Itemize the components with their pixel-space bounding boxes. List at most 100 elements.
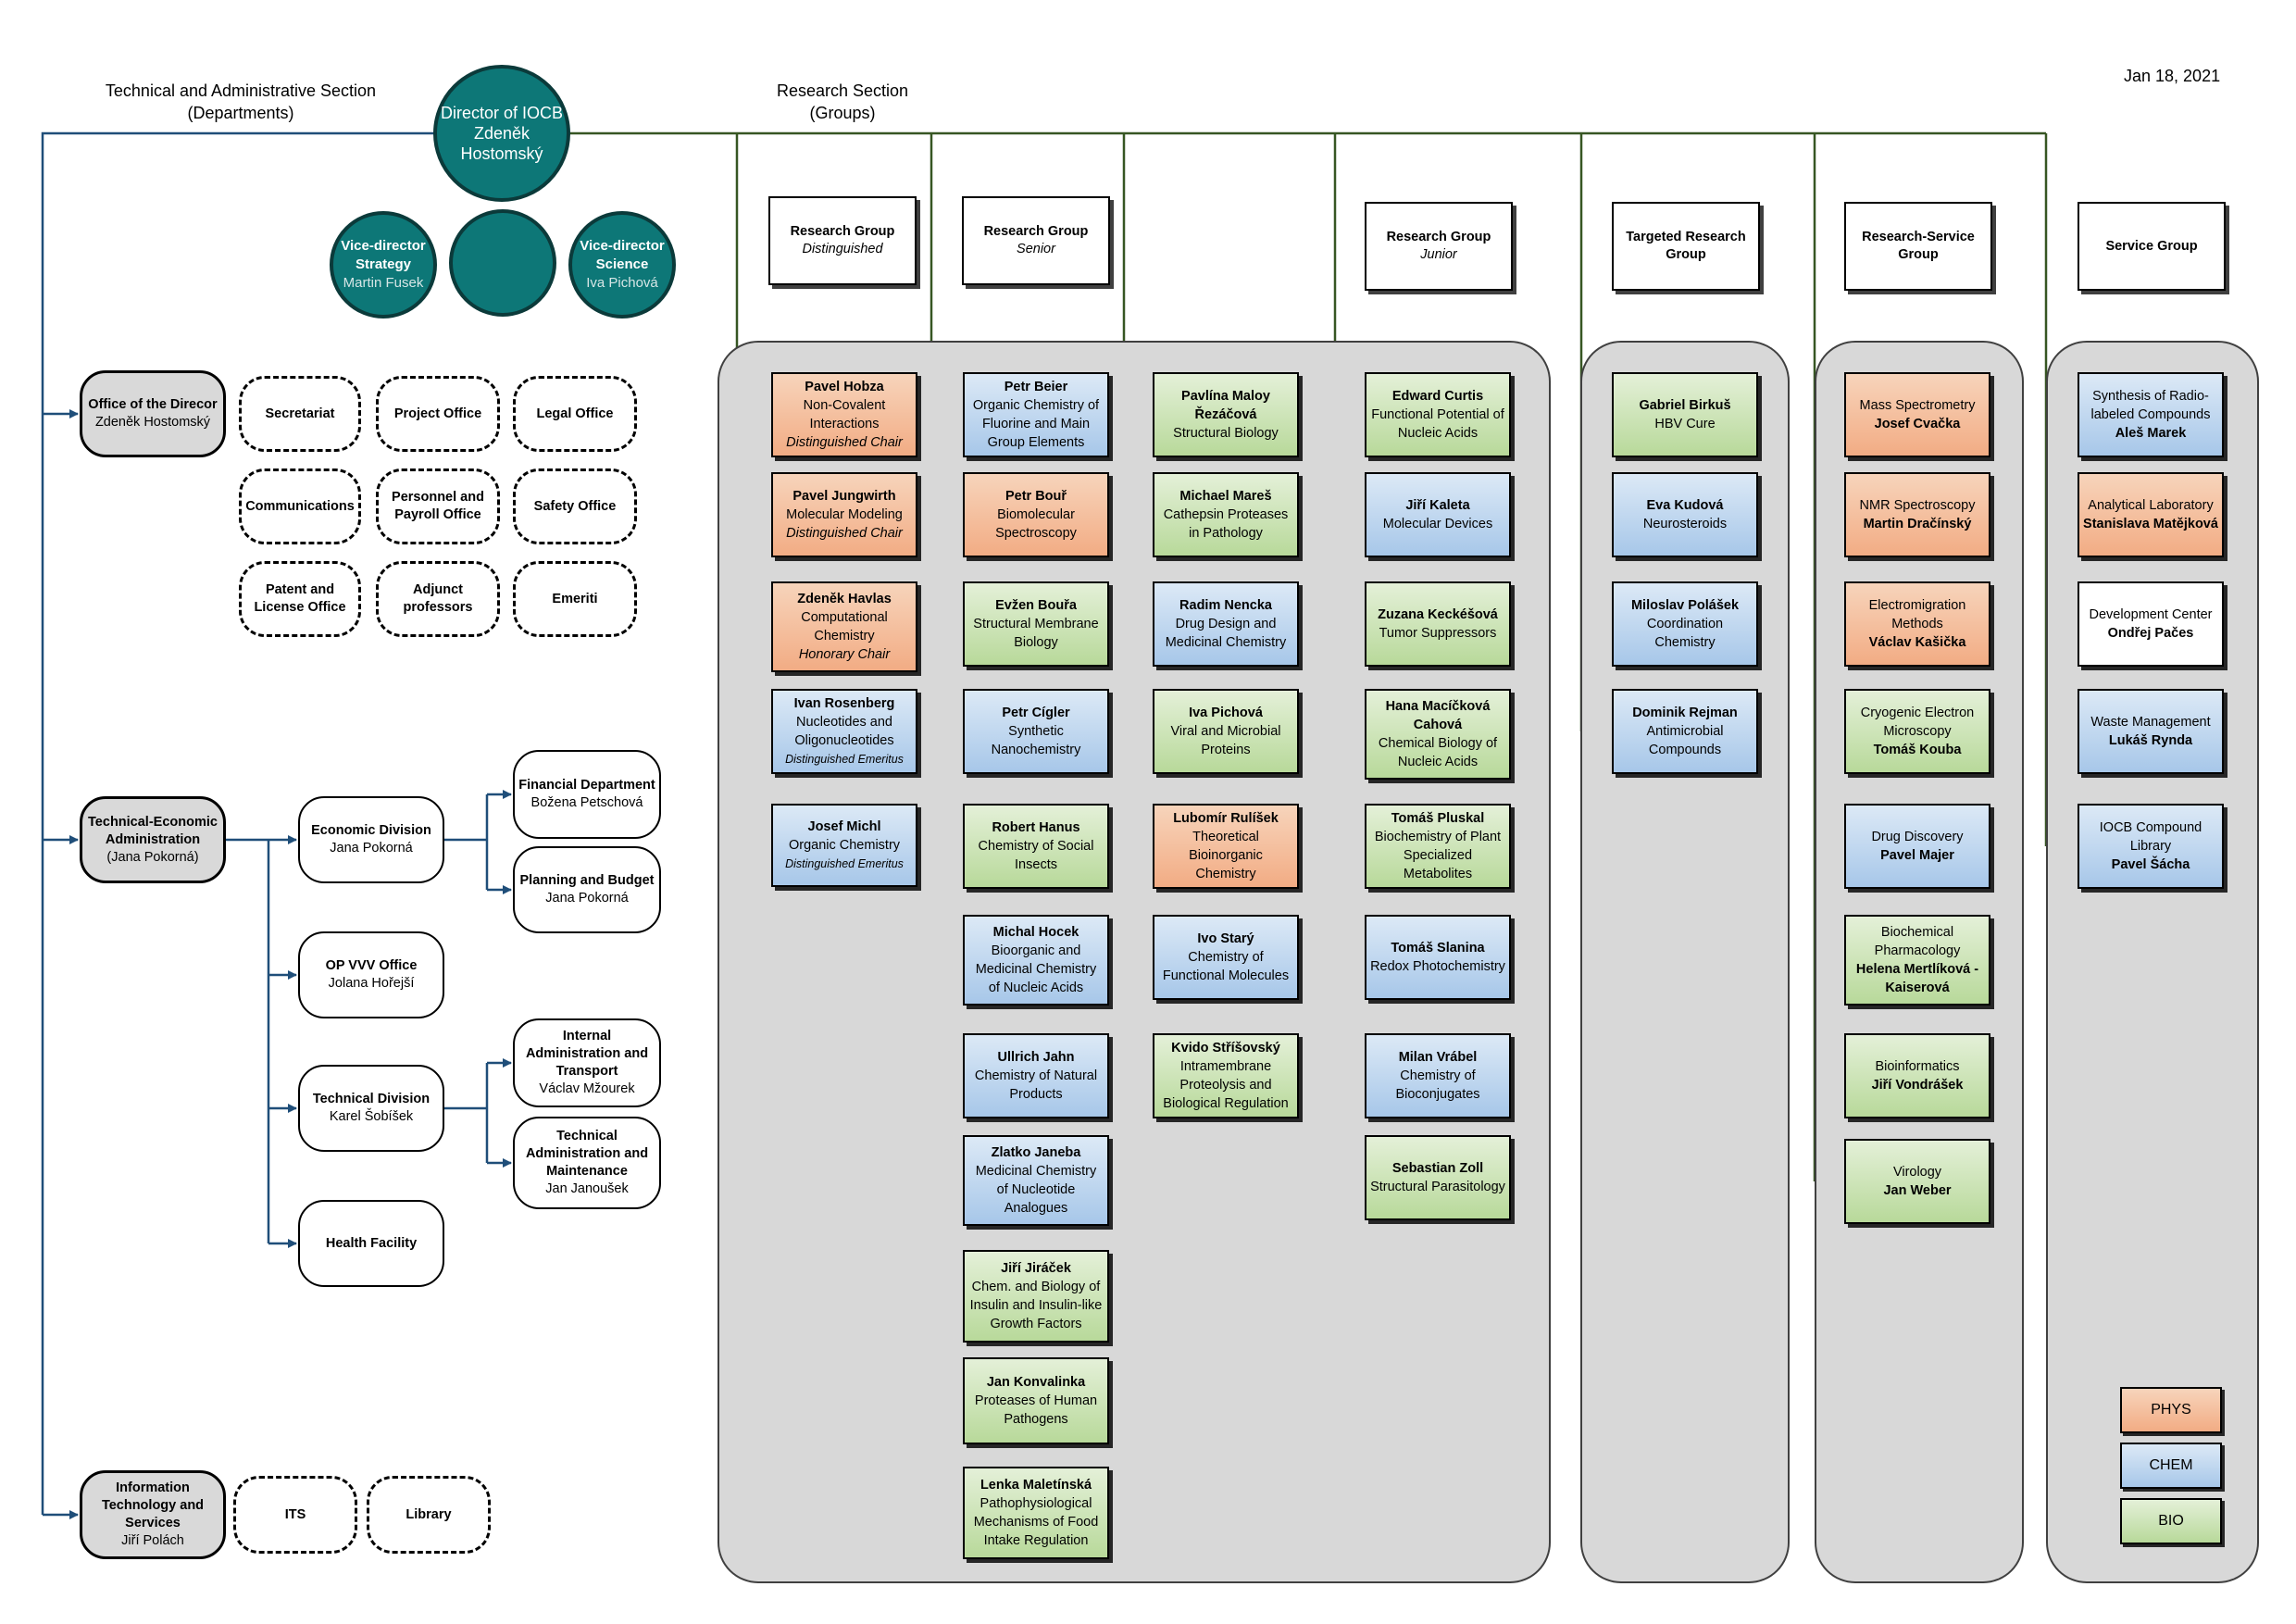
group-leader: Gabriel Birkuš	[1639, 398, 1731, 413]
group-topic: Molecular Devices	[1382, 517, 1493, 531]
group-leader: Tomáš Kouba	[1873, 743, 1962, 757]
vice-director-strategy-node: Vice-director Strategy Martin Fusek	[330, 211, 437, 319]
unit-title: Project Office	[393, 406, 482, 421]
group-leader: Martin Dračínský	[1863, 517, 1972, 531]
group-topic: Bioinformatics	[1875, 1059, 1960, 1074]
group-leader: Aleš Marek	[2115, 426, 2187, 441]
group-leader: Václav Kašička	[1868, 635, 1966, 650]
group-leader: Evžen Bouřa	[995, 598, 1077, 613]
group-leader: Edward Curtis	[1391, 389, 1484, 404]
group-leader: Tomáš Slanina	[1391, 941, 1485, 956]
research-section-heading: Research Section (Groups)	[704, 80, 981, 124]
group-topic: Chem. and Biology of Insulin and Insulin…	[969, 1280, 1103, 1331]
technical-division-unit: Technical Division Karel Šobíšek	[298, 1065, 444, 1152]
group-leader: Ondřej Pačes	[2107, 626, 2194, 641]
group-leader: Lenka Maletínská	[980, 1478, 1092, 1493]
admin-section-heading: Technical and Administrative Section (De…	[74, 80, 407, 124]
group-leader: Lubomír Rulíšek	[1173, 811, 1279, 826]
header-research-group-senior: Research Group Senior	[962, 196, 1110, 285]
unit-title: Safety Office	[533, 498, 617, 514]
unit-title: Health Facility	[325, 1235, 418, 1251]
vice-director-science-title-1: Vice-director	[580, 238, 665, 254]
group-leader: Miloslav Polášek	[1630, 598, 1740, 613]
unit-head: Jiří Polách	[121, 1533, 184, 1548]
legend-chem: CHEM	[2120, 1443, 2222, 1489]
group-topic: Cathepsin Proteases in Pathology	[1163, 507, 1289, 541]
group-header-title: Service Group	[2105, 238, 2198, 254]
unit-head: Jana Pokorná	[330, 841, 413, 856]
group-leader: Petr Cígler	[1002, 706, 1070, 720]
admin-section-title: Technical and Administrative Section	[105, 81, 377, 100]
group-topic: Pathophysiological Mechanisms of Food In…	[973, 1496, 1099, 1548]
unit-title: Personnel and Payroll Office	[392, 490, 484, 522]
group-topic: Redox Photochemistry	[1370, 959, 1505, 974]
group-topic: Biomolecular Spectroscopy	[995, 507, 1077, 541]
unit-head: Jolana Hořejší	[328, 976, 415, 991]
group-topic: Chemistry of Bioconjugates	[1395, 1068, 1480, 1102]
group-topic: Proteases of Human Pathogens	[974, 1393, 1098, 1427]
group-leader: Josef Michl	[807, 819, 881, 834]
group-topic: HBV Cure	[1654, 417, 1716, 431]
group-header-title: Research Group	[983, 224, 1089, 239]
unit-title: Legal Office	[536, 406, 614, 421]
legal-office-unit: Legal Office	[513, 376, 637, 452]
group-leader: Zlatko Janeba	[991, 1145, 1081, 1160]
group-topic: Structural Biology	[1173, 426, 1279, 441]
unit-title: Information Technology and Services	[101, 1480, 205, 1530]
financial-department-unit: Financial Department Božena Petschová	[513, 750, 661, 839]
group-leader: Zdeněk Havlas	[797, 592, 892, 606]
unit-title: OP VVV Office	[325, 958, 418, 973]
group-topic: Chemical Biology of Nucleic Acids	[1378, 736, 1498, 769]
group-topic: Nucleotides and Oligonucleotides	[794, 715, 894, 748]
unit-title: Library	[406, 1506, 452, 1522]
group-leader: Pavlína Maloy Řezáčová	[1181, 389, 1270, 422]
group-leader: Pavel Majer	[1880, 848, 1954, 863]
group-distinction: Distinguished Chair	[786, 435, 903, 450]
group-leader: Tomáš Pluskal	[1391, 811, 1485, 826]
group-leader: Jiří Vondrášek	[1871, 1078, 1964, 1093]
group-header-subtitle: Distinguished	[802, 242, 883, 256]
group-leader: Kvido Stříšovský	[1171, 1041, 1280, 1056]
group-distinction: Distinguished Emeritus	[785, 857, 904, 870]
group-leader: Petr Beier	[1004, 380, 1068, 394]
director-node: Director of IOCB Zdeněk Hostomský	[433, 65, 570, 202]
unit-head: Jana Pokorná	[545, 891, 629, 906]
vice-director-science-node: Vice-director Science Iva Pichová	[568, 211, 676, 319]
group-topic: Development Center	[2089, 607, 2213, 622]
vice-director-science-title-2: Science	[595, 256, 649, 272]
unit-title: Internal Administration and Transport	[525, 1029, 649, 1079]
unit-head: Karel Šobíšek	[329, 1109, 414, 1124]
group-leader: Jiří Jiráček	[1001, 1261, 1071, 1276]
group-topic: Computational Chemistry	[801, 610, 888, 643]
group-topic: Molecular Modeling	[786, 507, 903, 522]
group-leader: Jan Konvalinka	[986, 1375, 1086, 1390]
group-topic: Medicinal Chemistry of Nucleotide Analog…	[975, 1164, 1097, 1216]
group-topic: Electromigration Methods	[1868, 598, 1966, 631]
group-leader: Helena Mertlíková - Kaiserová	[1855, 962, 1979, 995]
group-topic: Mass Spectrometry	[1859, 398, 1976, 413]
blank-center-node	[449, 209, 556, 317]
group-topic: Virology	[1892, 1165, 1942, 1180]
information-technology-services-unit: Information Technology and Services Jiří…	[80, 1470, 226, 1559]
unit-title: ITS	[284, 1506, 306, 1522]
